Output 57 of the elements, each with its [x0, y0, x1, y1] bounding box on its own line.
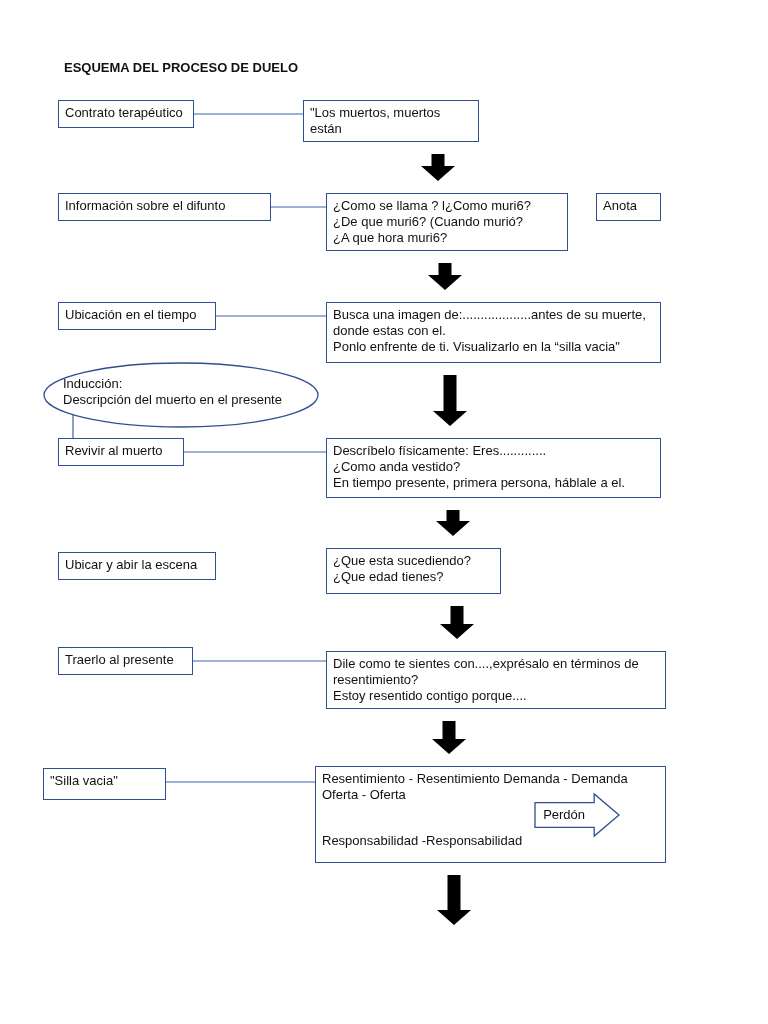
process-box — [326, 438, 661, 498]
process-box — [326, 548, 501, 594]
node-text: Anota — [603, 198, 638, 214]
process-box — [315, 766, 666, 863]
connector-line — [72, 414, 74, 439]
node-text: Información sobre el difunto — [65, 198, 227, 214]
process-box — [326, 193, 568, 251]
connector-line — [215, 315, 327, 317]
node-text: ¿Como anda vestido? — [333, 459, 462, 475]
connector-line — [270, 206, 327, 208]
node-text: ¿A que hora muri6? — [333, 230, 449, 246]
process-box — [596, 193, 661, 221]
connector-line — [193, 113, 304, 115]
block-arrow — [421, 154, 455, 181]
node-text: Revivir al muerto — [65, 443, 164, 459]
node-text: Estoy resentido contigo porque.... — [333, 688, 528, 704]
block-arrow — [428, 263, 462, 290]
node-text: Resentimiento - Resentimiento Demanda - Demanda — [322, 771, 629, 787]
node-text: Inducción: — [63, 376, 124, 392]
node-text: ¿Que edad tienes? — [333, 569, 445, 585]
block-arrow — [432, 721, 466, 754]
node-text: Ubicación en el tiempo — [65, 307, 198, 323]
node-text: Oferta - Oferta — [322, 787, 407, 803]
node-text: Descríbelo físicamente: Eres............. — [333, 443, 548, 459]
process-box — [58, 647, 193, 675]
node-text: Ubicar y abir la escena — [65, 557, 199, 573]
node-text: Busca una imagen de:...................antes de su muerte, donde estas con el. — [333, 307, 647, 339]
diagram-title: ESQUEMA DEL PROCESO DE DUELO — [64, 60, 299, 75]
process-box — [58, 100, 194, 128]
block-arrow — [433, 375, 467, 426]
connector-line — [183, 451, 327, 453]
process-box — [303, 100, 479, 142]
node-text: Responsabilidad -Responsabilidad — [322, 833, 524, 849]
node-text: "Los muertos, muertos están — [310, 105, 442, 137]
block-arrow — [437, 875, 471, 925]
node-text: "Silla vacia" — [50, 773, 119, 789]
process-box — [326, 302, 661, 363]
block-arrow — [440, 606, 474, 639]
process-box — [58, 552, 216, 580]
node-text: Traerlo al presente — [65, 652, 175, 668]
node-text: En tiempo presente, primera persona, háblale a el. — [333, 475, 626, 491]
node-text: Descripción del muerto en el presente — [63, 392, 283, 408]
process-box — [43, 768, 166, 800]
process-box — [58, 302, 216, 330]
node-text: ¿De que muri6? (Cuando murió? — [333, 214, 525, 230]
connector-line — [165, 781, 316, 783]
node-text: Contrato terapéutico — [65, 105, 184, 121]
block-arrow — [436, 510, 470, 536]
node-text: ¿Que esta sucediendo? — [333, 553, 473, 569]
connector-line — [192, 660, 327, 662]
process-box — [58, 193, 271, 221]
process-box — [58, 438, 184, 466]
node-text: Perdón — [542, 807, 587, 823]
node-text: Dile como te sientes con....,exprésalo en términos de resentimiento? — [333, 656, 640, 688]
node-text: Ponlo enfrente de ti. Visualizarlo en la “silla vacia" — [333, 339, 621, 355]
node-text: ¿Como se llama ? l¿Como muri6? — [333, 198, 532, 214]
process-box — [326, 651, 666, 709]
